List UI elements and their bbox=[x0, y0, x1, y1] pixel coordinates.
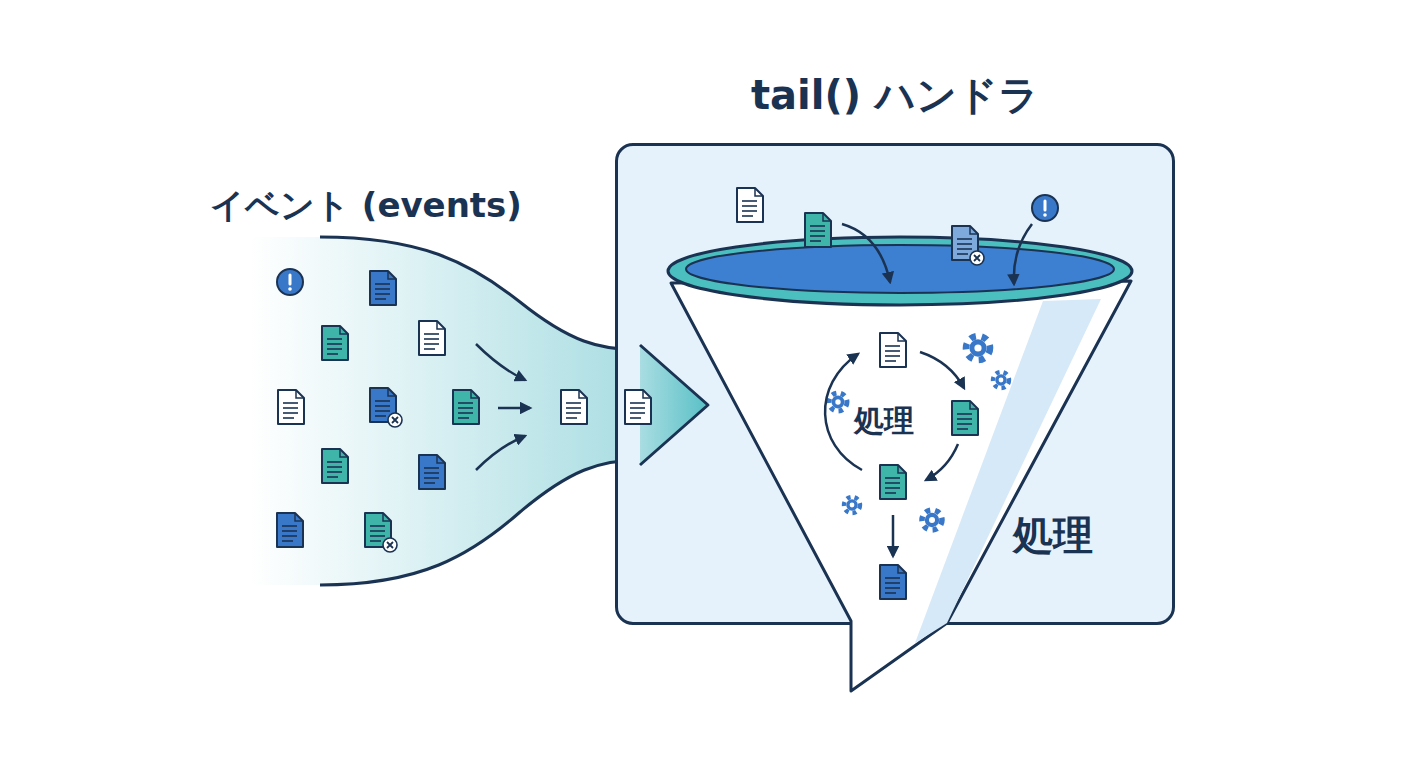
flow-arrow-icon bbox=[825, 354, 862, 470]
document-icon bbox=[880, 465, 906, 499]
flow-arrow-icon bbox=[842, 224, 890, 282]
document-icon bbox=[737, 188, 763, 222]
document-icon bbox=[419, 321, 445, 355]
event-stream: イベント (events) bbox=[210, 175, 640, 635]
document-icon bbox=[880, 565, 906, 599]
flow-arrow-icon bbox=[476, 436, 525, 470]
gear-icon bbox=[829, 393, 847, 411]
document-icon bbox=[952, 226, 984, 265]
document-icon bbox=[880, 333, 906, 367]
flow-arrow-icon bbox=[920, 352, 964, 388]
document-icon bbox=[322, 449, 348, 483]
document-icon bbox=[419, 455, 445, 489]
flow-arrow-icon bbox=[498, 407, 530, 410]
document-icon bbox=[453, 390, 479, 424]
alert-icon bbox=[1032, 195, 1058, 221]
gear-icon bbox=[993, 372, 1009, 388]
heading-text: tail() ハンドラ bbox=[618, 68, 1172, 123]
process-text: 処理 bbox=[854, 401, 914, 442]
gear-icon bbox=[966, 336, 990, 360]
document-icon bbox=[561, 390, 587, 424]
funnel-shape bbox=[708, 238, 1098, 698]
process-label: 処理 bbox=[1013, 508, 1093, 563]
document-icon bbox=[625, 390, 651, 424]
gear-icon bbox=[922, 510, 942, 530]
stream-band bbox=[210, 175, 640, 635]
flow-arrow-icon bbox=[1014, 224, 1032, 284]
flow-arrow bbox=[640, 345, 708, 465]
flow-arrow-icon bbox=[926, 444, 958, 480]
funnel: 処理 bbox=[708, 238, 1098, 698]
document-icon bbox=[278, 390, 304, 424]
document-icon bbox=[370, 388, 402, 427]
alert-icon bbox=[277, 269, 303, 295]
heading-text: イベント (events) bbox=[210, 183, 522, 229]
document-icon bbox=[322, 326, 348, 360]
flow-arrow-icon bbox=[476, 344, 525, 380]
document-icon bbox=[365, 513, 397, 552]
document-icon bbox=[277, 513, 303, 547]
flow-arrow-icon bbox=[892, 515, 895, 556]
document-icon bbox=[952, 401, 978, 435]
document-icon bbox=[370, 271, 396, 305]
document-icon bbox=[805, 213, 831, 247]
gear-icon bbox=[844, 497, 860, 513]
